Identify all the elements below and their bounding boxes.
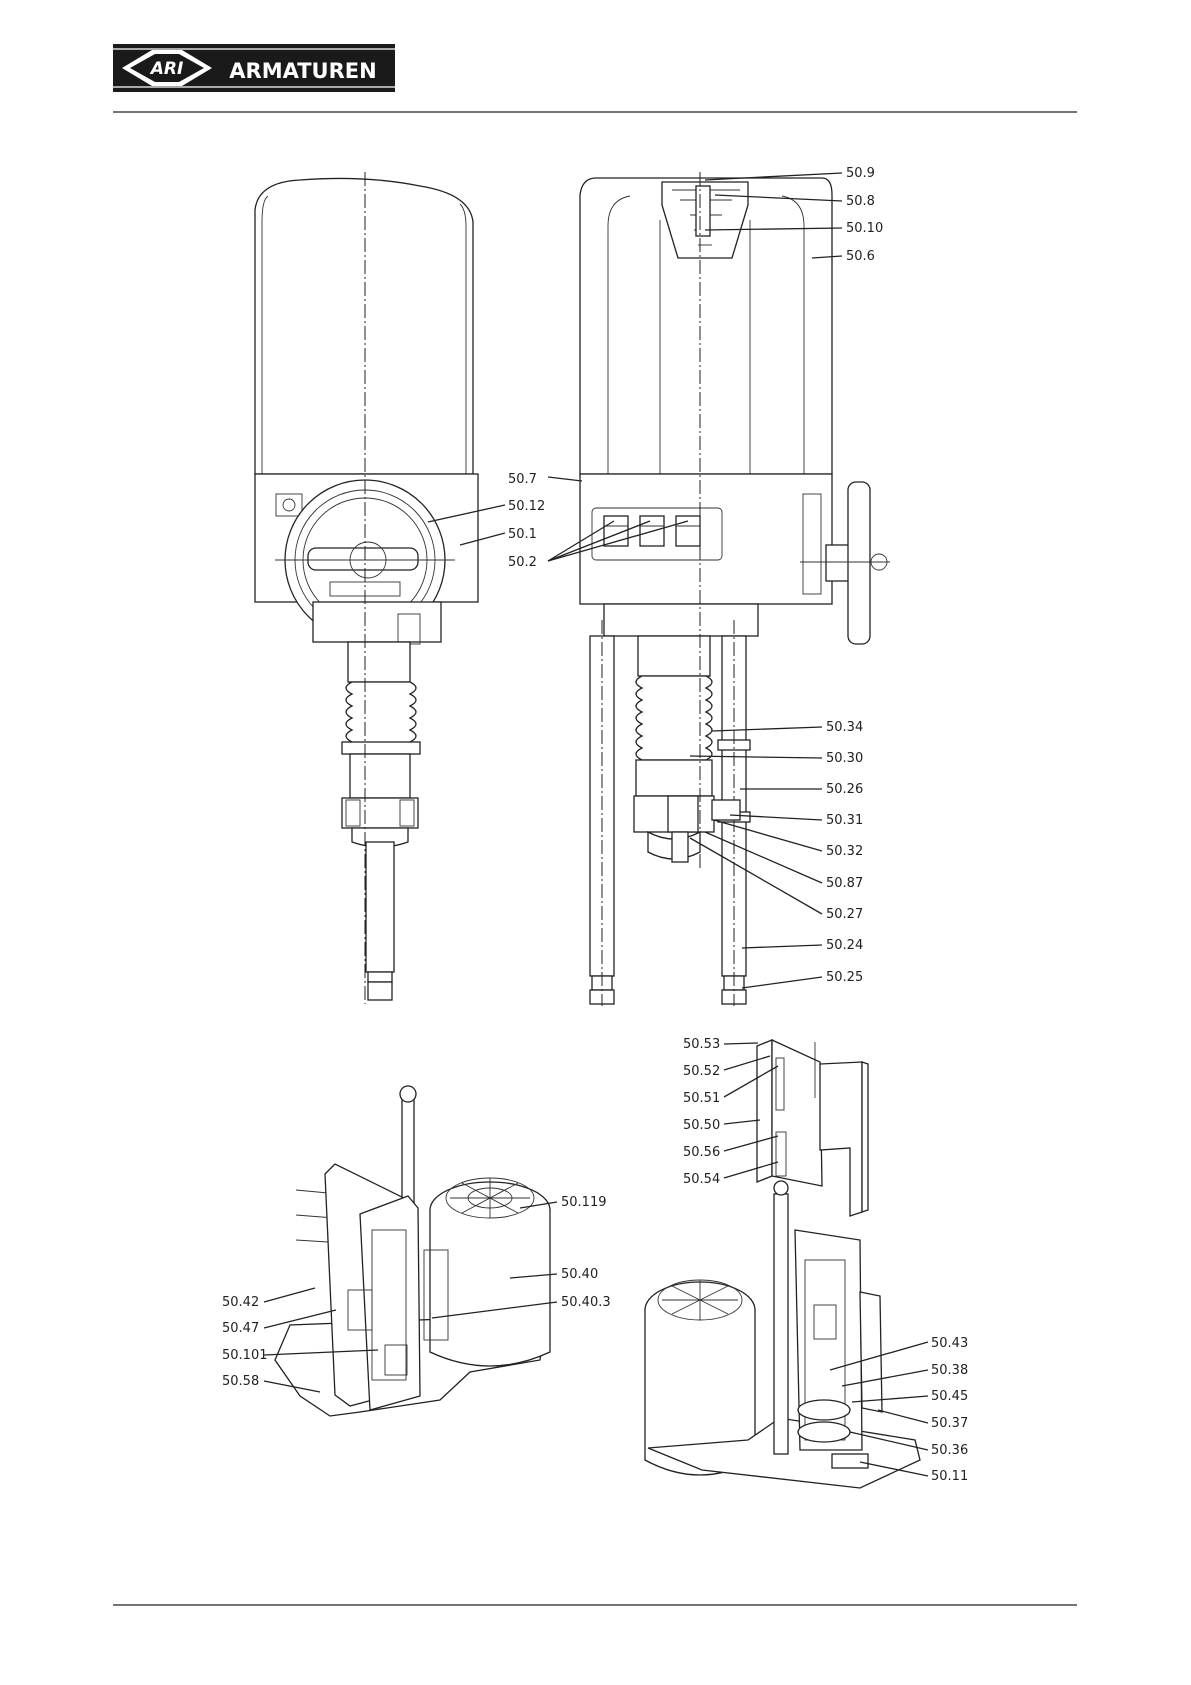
label-50-32: 50.32	[826, 844, 863, 859]
label-50-8: 50.8	[846, 194, 875, 209]
bottom-left-assembly	[275, 1086, 550, 1416]
front-view	[255, 172, 478, 1004]
label-50-7: 50.7	[508, 472, 537, 487]
label-50-31: 50.31	[826, 813, 863, 828]
label-50-26: 50.26	[826, 782, 863, 797]
label-50-11: 50.11	[931, 1469, 968, 1484]
label-50-40-3: 50.40.3	[561, 1295, 611, 1310]
label-50-50: 50.50	[683, 1118, 720, 1133]
label-50-30: 50.30	[826, 751, 863, 766]
ari-logo: ARI ARMATUREN	[113, 44, 395, 92]
label-50-36: 50.36	[931, 1443, 968, 1458]
label-50-34: 50.34	[826, 720, 863, 735]
label-50-43: 50.43	[931, 1336, 968, 1351]
label-50-42: 50.42	[222, 1295, 259, 1310]
label-50-12: 50.12	[508, 499, 545, 514]
label-50-24: 50.24	[826, 938, 863, 953]
label-50-6: 50.6	[846, 249, 875, 264]
label-50-10: 50.10	[846, 221, 883, 236]
label-50-9: 50.9	[846, 166, 875, 181]
label-50-58: 50.58	[222, 1374, 259, 1389]
label-50-51: 50.51	[683, 1091, 720, 1106]
logo-mark: ARI	[149, 59, 184, 79]
label-50-54: 50.54	[683, 1172, 720, 1187]
label-50-47: 50.47	[222, 1321, 259, 1336]
label-50-38: 50.38	[931, 1363, 968, 1378]
label-50-119: 50.119	[561, 1195, 607, 1210]
label-50-1: 50.1	[508, 527, 537, 542]
label-50-56: 50.56	[683, 1145, 720, 1160]
label-50-45: 50.45	[931, 1389, 968, 1404]
label-50-87: 50.87	[826, 876, 863, 891]
bottom-right-assembly	[645, 1040, 920, 1488]
label-50-40: 50.40	[561, 1267, 598, 1282]
label-50-25: 50.25	[826, 970, 863, 985]
label-50-101: 50.101	[222, 1348, 268, 1363]
label-50-53: 50.53	[683, 1037, 720, 1052]
label-50-27: 50.27	[826, 907, 863, 922]
logo-text: ARMATUREN	[229, 59, 376, 83]
label-50-37: 50.37	[931, 1416, 968, 1431]
label-50-2: 50.2	[508, 555, 537, 570]
label-50-52: 50.52	[683, 1064, 720, 1079]
